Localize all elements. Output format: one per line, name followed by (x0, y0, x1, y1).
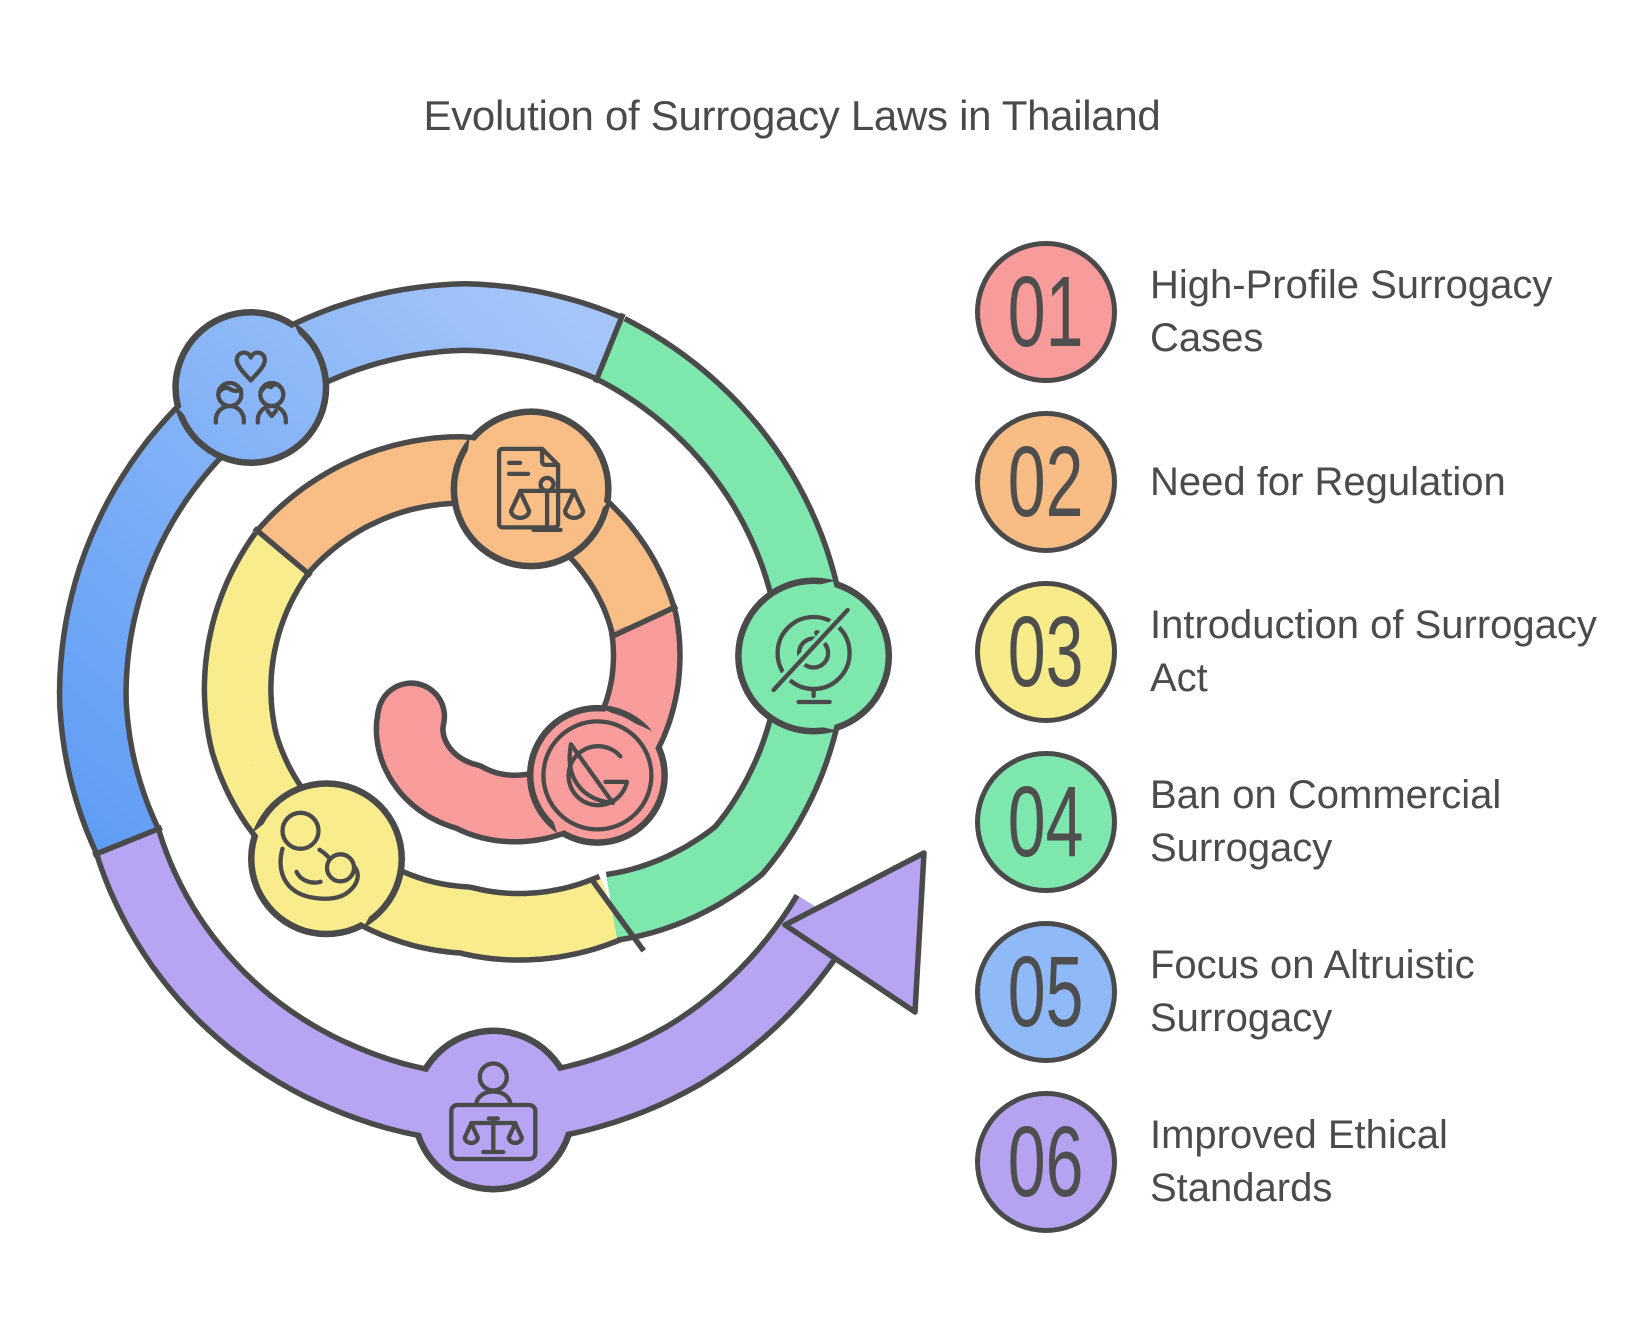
step-circle-5: 05 (975, 921, 1117, 1063)
step-label: Focus on Altruistic Surrogacy (1150, 943, 1475, 1040)
webcam-banned-icon (768, 604, 854, 705)
step-number: 06 (1008, 1106, 1084, 1218)
segment-separator (590, 879, 646, 953)
legend-item-4: 04 Ban on Commercial Surrogacy (975, 751, 1610, 893)
step-label: Introduction of Surrogacy Act (1150, 603, 1597, 700)
spiral-bulge-04 (735, 577, 893, 735)
step-circle-1: 01 (975, 241, 1117, 383)
step-number: 03 (1008, 596, 1084, 708)
spiral-bulge-03 (248, 780, 405, 938)
prohibition-g-icon (541, 719, 654, 832)
step-number: 02 (1008, 426, 1084, 538)
segment-separator (608, 603, 679, 640)
step-circle-2: 02 (975, 411, 1117, 553)
legend: 01 High-Profile Surrogacy Cases 02 Need … (975, 241, 1610, 1261)
step-number: 05 (1008, 936, 1084, 1048)
segment-separator (592, 312, 626, 384)
step-number: 04 (1008, 766, 1084, 878)
legend-item-3: 03 Introduction of Surrogacy Act (975, 581, 1610, 723)
step-label: Improved Ethical Standards (1150, 1113, 1448, 1210)
spiral-bulge-06 (395, 1027, 592, 1193)
legend-item-6: 06 Improved Ethical Standards (975, 1091, 1610, 1233)
legend-item-2: 02 Need for Regulation (975, 411, 1610, 553)
segment-separator (252, 526, 313, 578)
spiral-bulge-02 (450, 408, 612, 570)
step-label: Need for Regulation (1150, 459, 1506, 504)
arrowhead (782, 850, 927, 1015)
judge-scales-icon (449, 1061, 538, 1162)
legend-item-1: 01 High-Profile Surrogacy Cases (975, 241, 1610, 383)
spiral-bulge-05 (172, 309, 330, 466)
spiral-bulge-01 (526, 704, 668, 846)
mother-and-baby-icon (278, 810, 360, 901)
step-label: Ban on Commercial Surrogacy (1150, 773, 1502, 870)
step-circle-4: 04 (975, 751, 1117, 893)
step-label: High-Profile Surrogacy Cases (1150, 263, 1553, 360)
page-title: Evolution of Surrogacy Laws in Thailand (423, 92, 1161, 139)
segment-separator (92, 824, 163, 858)
legal-document-scales-icon (496, 446, 586, 533)
step-circle-6: 06 (975, 1091, 1117, 1233)
legend-item-5: 05 Focus on Altruistic Surrogacy (975, 921, 1610, 1063)
step-circle-3: 03 (975, 581, 1117, 723)
step-number: 01 (1008, 256, 1084, 368)
couple-heart-icon (213, 350, 288, 425)
